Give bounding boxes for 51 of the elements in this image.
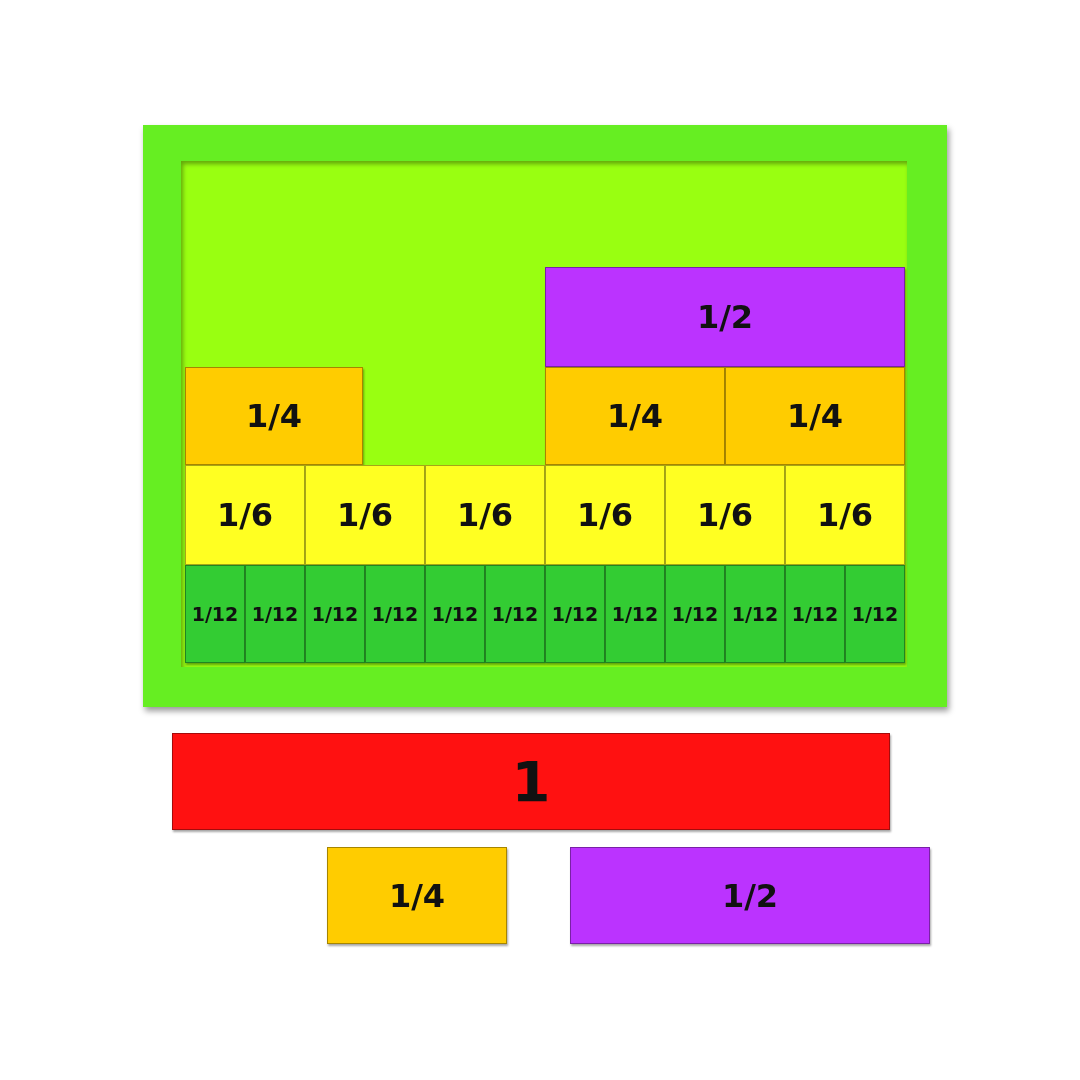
fraction-label: 1/4 (245, 397, 303, 435)
fraction-label: 1/4 (786, 397, 844, 435)
fraction-label: 1/12 (671, 603, 719, 625)
fraction-tile (485, 565, 545, 663)
fraction-label: 1/12 (371, 603, 419, 625)
fraction-label: 1/6 (216, 496, 274, 534)
fraction-tile (605, 565, 665, 663)
fraction-tile (327, 847, 507, 944)
fraction-tile (785, 465, 905, 565)
fraction-tile (545, 367, 725, 465)
fraction-label: 1/2 (696, 298, 754, 336)
fraction-label: 1/12 (491, 603, 539, 625)
fraction-label: 1/12 (551, 603, 599, 625)
fraction-tile (545, 267, 905, 367)
fraction-label: 1/4 (388, 876, 446, 915)
fraction-tile (305, 465, 425, 565)
fraction-tile (545, 465, 665, 565)
fraction-tile (570, 847, 930, 944)
fraction-label: 1/12 (851, 603, 899, 625)
fraction-label: 1/6 (456, 496, 514, 534)
fraction-label: 1/6 (696, 496, 754, 534)
fraction-tile (665, 465, 785, 565)
fraction-tile (785, 565, 845, 663)
fraction-tile (725, 367, 905, 465)
fraction-label: 1/6 (336, 496, 394, 534)
fraction-label: 1/12 (791, 603, 839, 625)
fraction-tile (172, 733, 890, 830)
fraction-tile (185, 367, 363, 465)
fraction-tile (365, 565, 425, 663)
fraction-tile (725, 565, 785, 663)
fraction-tray (143, 125, 947, 707)
fraction-label: 1 (511, 749, 551, 814)
fraction-label: 1/12 (191, 603, 239, 625)
fraction-label: 1/12 (431, 603, 479, 625)
fraction-label: 1/12 (251, 603, 299, 625)
fraction-tile (845, 565, 905, 663)
fraction-tile (185, 465, 305, 565)
fraction-label: 1/12 (311, 603, 359, 625)
fraction-tile (305, 565, 365, 663)
fraction-tile (545, 565, 605, 663)
fraction-label: 1/6 (576, 496, 634, 534)
fraction-label: 1/4 (606, 397, 664, 435)
fraction-label: 1/2 (721, 876, 779, 915)
fraction-label: 1/12 (731, 603, 779, 625)
fraction-label: 1/6 (816, 496, 874, 534)
fraction-tile (245, 565, 305, 663)
fraction-tile (425, 565, 485, 663)
fraction-tile (425, 465, 545, 565)
fraction-tile (665, 565, 725, 663)
fraction-tile (185, 565, 245, 663)
fraction-label: 1/12 (611, 603, 659, 625)
